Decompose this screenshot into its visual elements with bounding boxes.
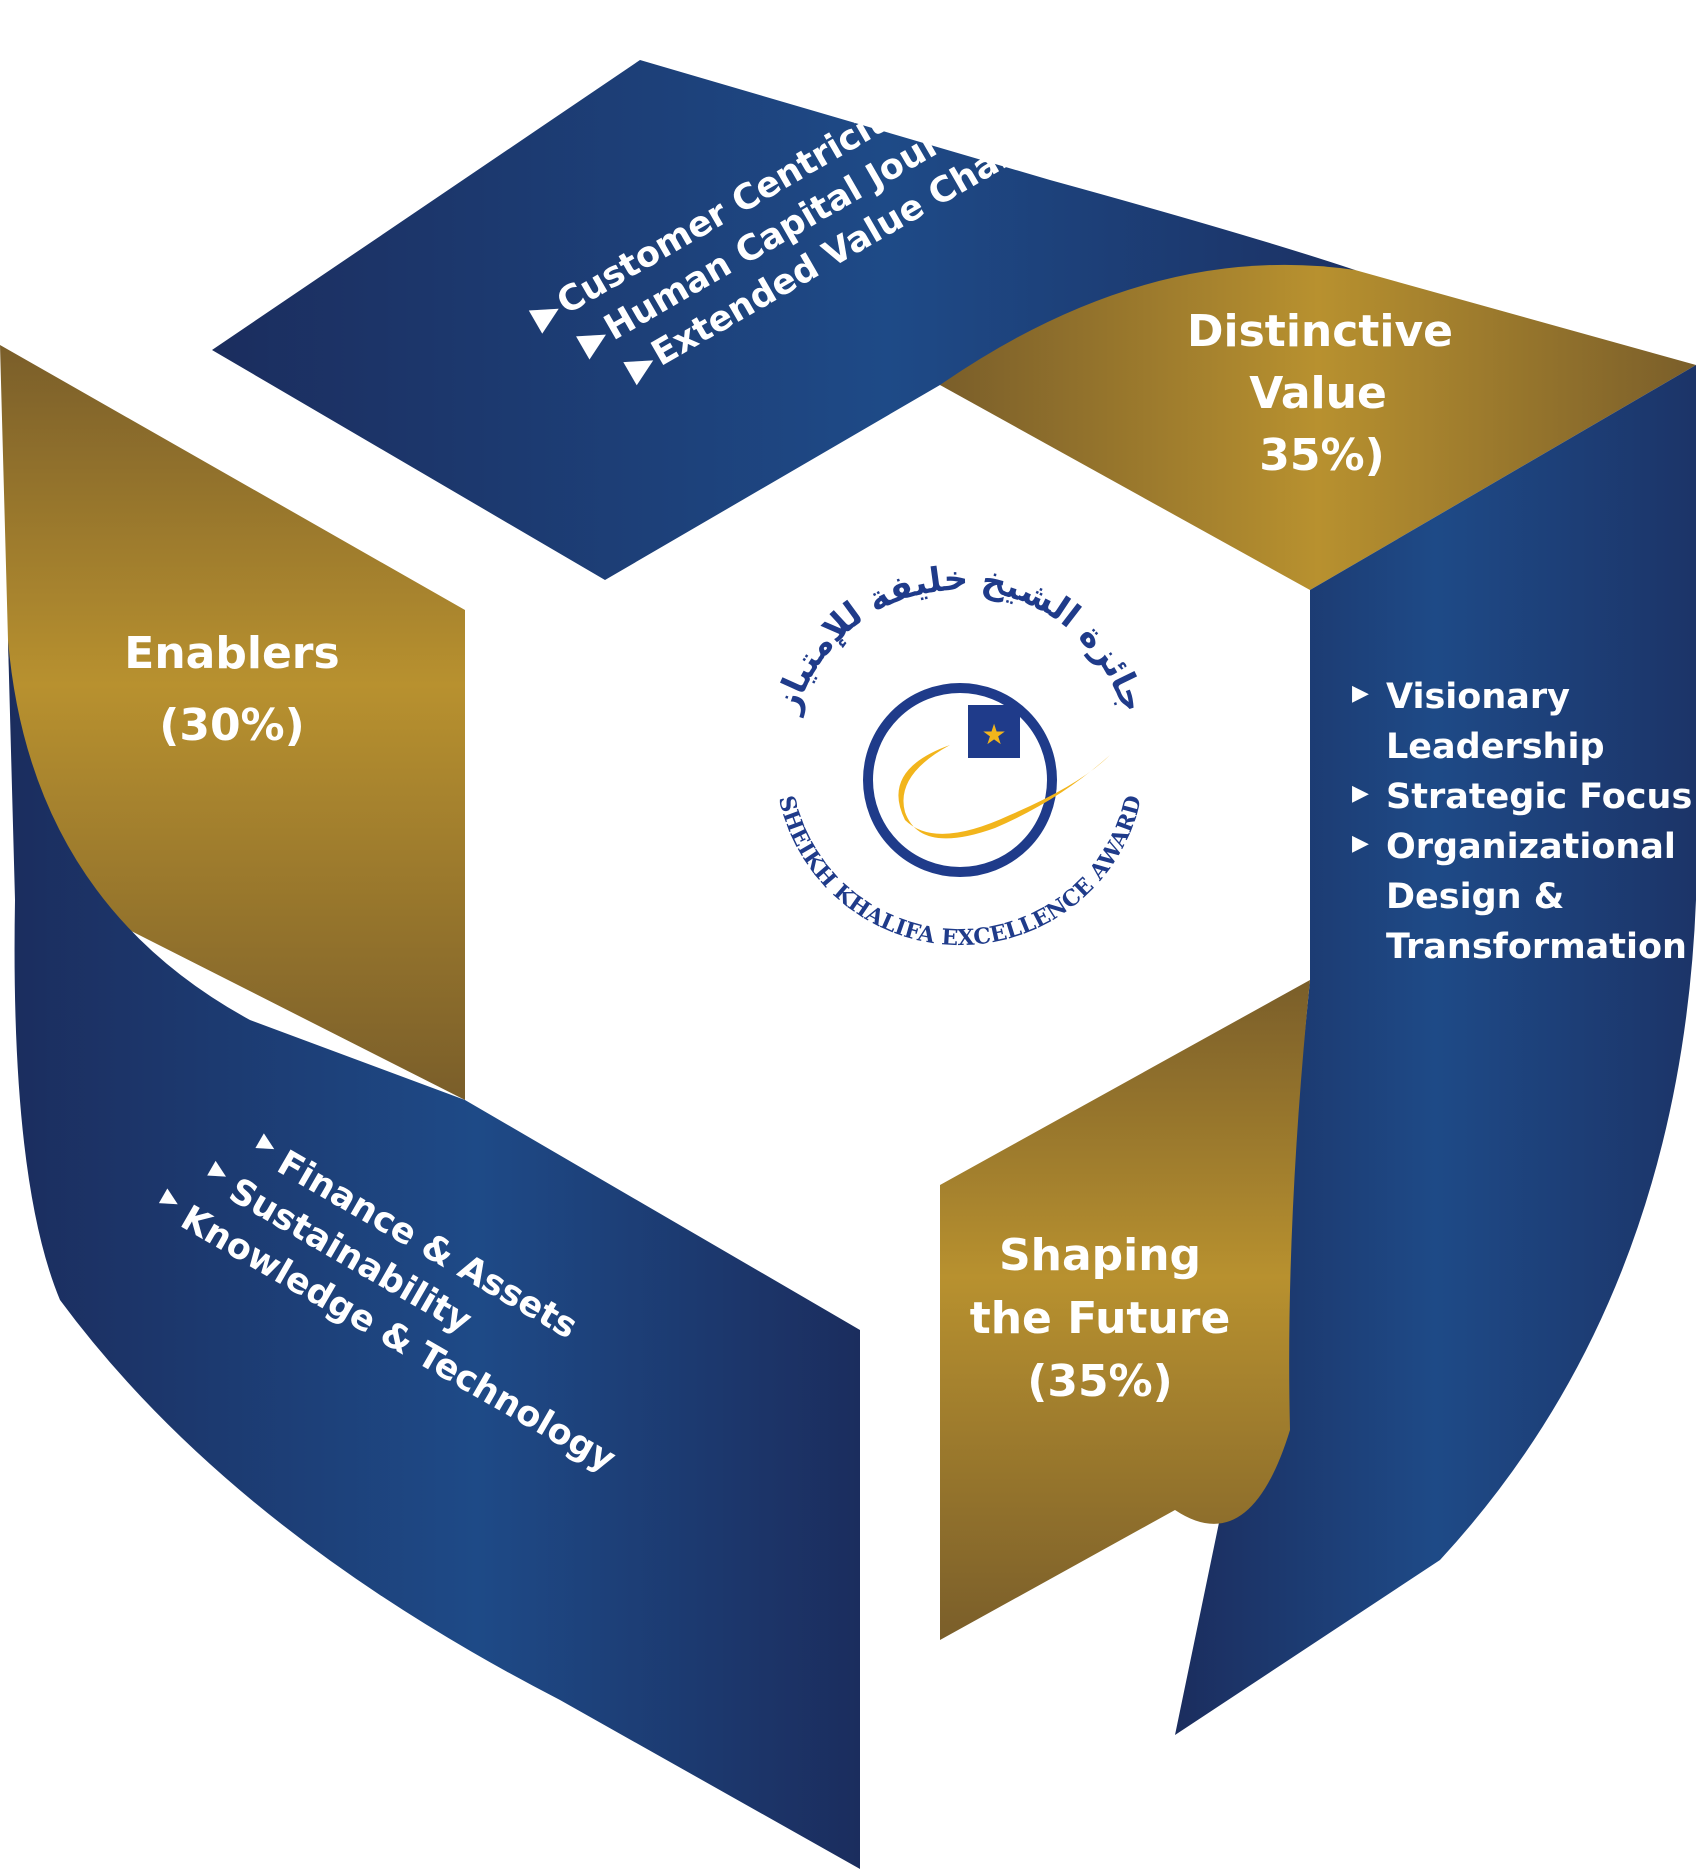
- bullet-icon: ▶: [1352, 831, 1369, 856]
- enablers-percent: (30%): [159, 700, 305, 751]
- logo-swoosh: [898, 745, 1110, 839]
- distinctive-value-title-line1: Distinctive: [1187, 306, 1453, 357]
- list-item: Organizational: [1386, 827, 1676, 867]
- list-item: Transformation: [1386, 927, 1687, 967]
- shaping-future-header: [940, 980, 1310, 1640]
- shaping-future-title-line2: the Future: [970, 1293, 1231, 1344]
- distinctive-value-header: [940, 264, 1696, 590]
- distinctive-value-percent: 35%): [1259, 430, 1384, 481]
- sheikh-khalifa-award-logo: ★ جائزة الشيخ خليفة للإمتياز SHEIKH KHAL…: [766, 559, 1153, 951]
- star-icon: ★: [981, 718, 1006, 751]
- enablers-band: [8, 640, 860, 1869]
- shaping-future-title-line1: Shaping: [999, 1230, 1201, 1281]
- bullet-icon: ▶: [1352, 681, 1369, 706]
- shaping-future-band: [1175, 365, 1696, 1735]
- logo-arabic-text: جائزة الشيخ خليفة للإمتياز: [766, 559, 1153, 719]
- list-item: Strategic Focus: [1386, 777, 1692, 817]
- bullet-icon: ▶: [1352, 781, 1369, 806]
- list-item: Design &: [1386, 877, 1564, 917]
- logo-flag: [968, 705, 1020, 758]
- list-item: Leadership: [1386, 727, 1605, 767]
- enablers-title: Enablers: [124, 628, 339, 679]
- shaping-future-list: ▶ Visionary Leadership ▶ Strategic Focus…: [1352, 677, 1692, 967]
- logo-ring: [863, 683, 1057, 877]
- distinctive-value-band: [212, 60, 1440, 580]
- enablers-header: [0, 345, 465, 1100]
- distinctive-value-title-line2: Value: [1249, 368, 1387, 419]
- list-item: Visionary: [1386, 677, 1570, 717]
- shaping-future-percent: (35%): [1027, 1356, 1173, 1407]
